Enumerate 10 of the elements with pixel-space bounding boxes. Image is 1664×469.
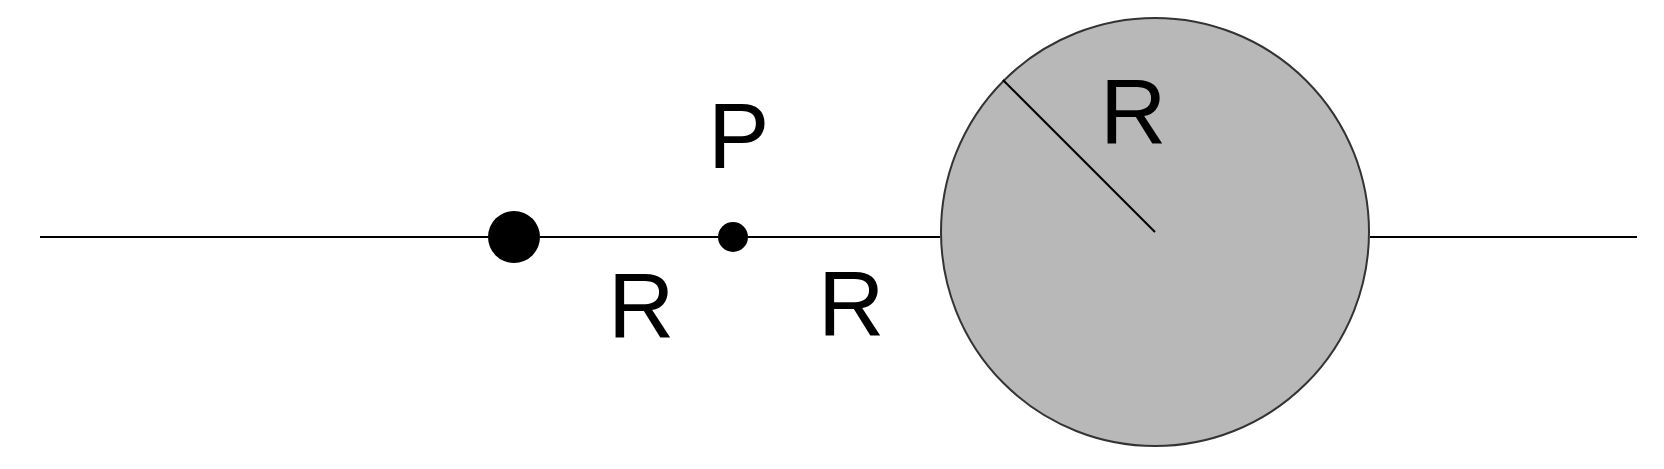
radius-label: R xyxy=(1100,66,1167,158)
line-segment xyxy=(39,236,489,238)
line-segment xyxy=(1369,236,1638,238)
edge-label: R xyxy=(608,260,675,352)
dot xyxy=(488,211,540,263)
point-label: P xyxy=(708,90,770,182)
dot xyxy=(718,222,748,252)
line-segment xyxy=(747,236,941,238)
line-segment xyxy=(539,236,719,238)
edge-label: R xyxy=(818,258,885,350)
